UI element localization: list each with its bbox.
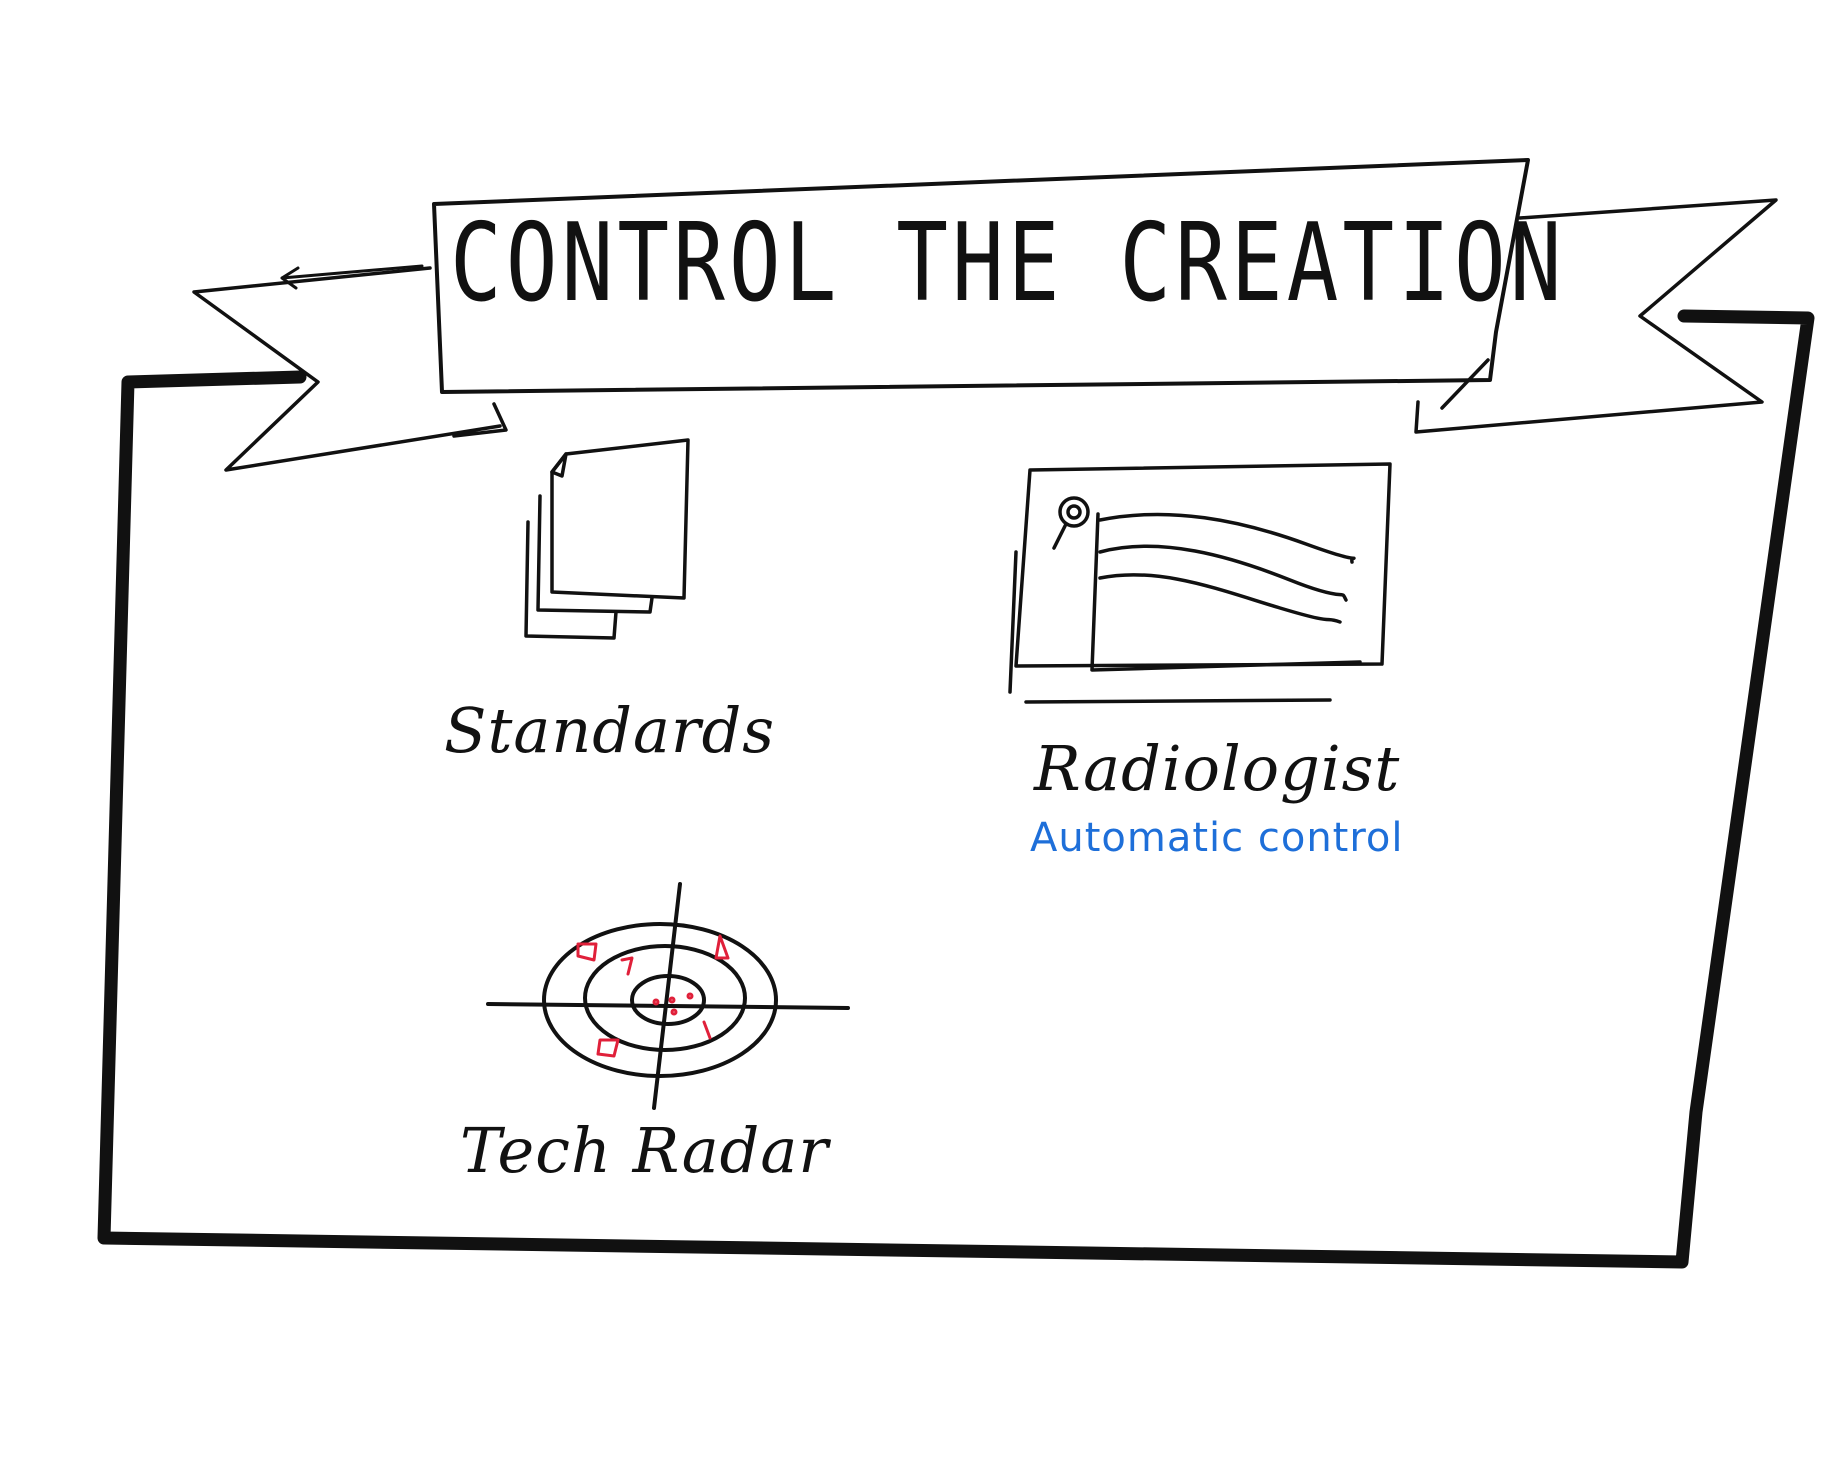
banner-panel [432,158,1530,394]
radar-icon [486,882,850,1110]
tech-radar-label: Tech Radar [460,1114,829,1187]
radiologist-label: Radiologist [1034,732,1401,805]
banner-left-arrow-line [280,264,424,290]
banner-left-tail [192,266,508,472]
standards-label: Standards [444,694,776,767]
documents-stack-icon [524,438,690,640]
banner-title: CONTROL THE CREATION [450,201,1566,327]
outer-frame [97,309,1815,1269]
automatic-control-label: Automatic control [1030,815,1404,861]
radiology-monitor-icon [1008,462,1392,704]
banner-right-tail [1414,198,1778,434]
